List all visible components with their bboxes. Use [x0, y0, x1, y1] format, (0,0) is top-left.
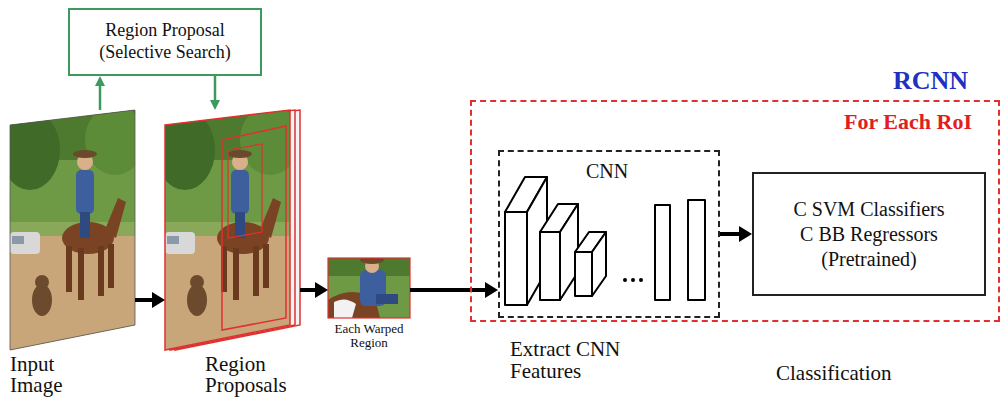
image-label: Input Image — [10, 354, 90, 396]
arrow-line — [214, 76, 217, 101]
arrow-head — [315, 282, 328, 298]
box-label: C SVM Classifiers C BB Regressors (Pretr… — [789, 197, 949, 272]
warped-region-image: Each Warped Region — [328, 258, 410, 318]
box-label: Region Proposal (Selective Search) — [80, 20, 250, 63]
region-proposals-image: Region Proposals — [165, 110, 300, 350]
diagram-title: RCNN — [893, 66, 968, 96]
stage-label: Classification — [776, 362, 891, 384]
stage-label: Extract CNN Features — [510, 338, 655, 382]
flow-arrow — [720, 226, 752, 242]
arrow-head — [95, 76, 105, 86]
arrow-line — [135, 298, 153, 302]
arrow-line — [99, 85, 102, 110]
arrow-line — [300, 288, 316, 292]
cnn-box: CNNExtract CNN Features — [498, 150, 720, 318]
image-label: Each Warped Region — [328, 322, 410, 351]
flow-arrow — [300, 282, 328, 298]
classifier-box: C SVM Classifiers C BB Regressors (Pretr… — [752, 172, 986, 296]
group-label: For Each RoI — [844, 110, 972, 134]
flow-arrow — [135, 292, 165, 308]
roi-group: For Each RoI CNNExtract CNN Features C SVM… — [470, 100, 1000, 322]
flow-arrow — [410, 282, 498, 298]
process-box: Region Proposal (Selective Search) — [68, 8, 262, 76]
arrow-head — [152, 292, 165, 308]
arrow-head — [210, 100, 220, 110]
input-image: Input Image — [10, 110, 135, 350]
arrow-line — [720, 232, 740, 236]
image-label: Region Proposals — [205, 354, 310, 396]
arrow-head — [739, 226, 752, 242]
flow-arrow — [95, 76, 105, 110]
arrow-head — [485, 282, 498, 298]
arrow-line — [410, 288, 486, 292]
flow-arrow — [210, 76, 220, 110]
box-label: CNN — [586, 160, 628, 182]
